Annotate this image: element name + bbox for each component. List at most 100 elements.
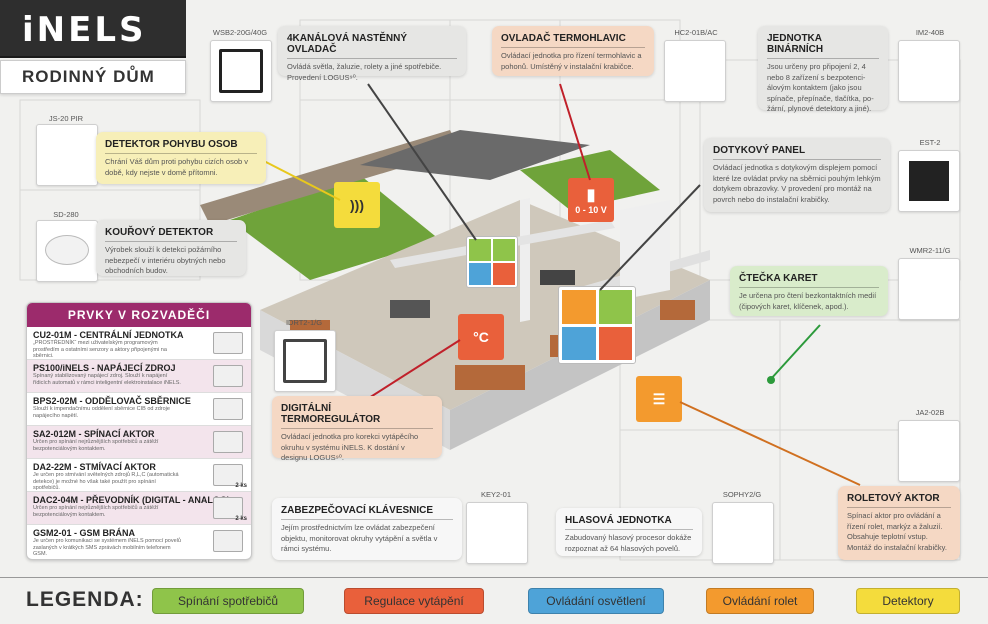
item-badge: 2 ks	[235, 483, 247, 489]
wall-switch-device	[210, 40, 272, 102]
touch-panel-icon-grid	[558, 286, 636, 364]
card-digi: DIGITÁLNÍ TERMOREGULÁTOR Ovládací jednot…	[272, 396, 442, 462]
card-title: ROLETOVÝ AKTOR	[847, 493, 951, 508]
item-desc: Je určen pro komunikaci se systémem iNEL…	[33, 538, 181, 558]
brand-logo-background	[0, 0, 186, 58]
smoke-detector-device	[36, 220, 98, 282]
legend-item-detectors: Detektory	[856, 588, 960, 614]
item-desc: Určen pro spínání nejrůznějších spotřebi…	[33, 439, 159, 452]
item-name: PS100/iNELS - NAPÁJECÍ ZDROJ	[33, 363, 176, 373]
card-title: ČTEČKA KARET	[739, 273, 879, 288]
rozvadec-title: PRVKY V ROZVADĚČI	[27, 303, 251, 327]
hc2-device	[664, 40, 726, 102]
termo-actuator-icon: ▮ 0 - 10 V	[568, 178, 614, 222]
card-desc: Ovládací jednotka pro korekci vytápěcího…	[281, 432, 419, 462]
module-image	[213, 365, 243, 387]
card-title: JEDNOTKA BINÁRNÍCH	[767, 33, 879, 59]
termo-voltage-label: 0 - 10 V	[575, 205, 607, 215]
item-desc: Slouží k impendačnímu oddělení sběrnice …	[33, 406, 170, 419]
card-desc: Ovládá světla, žaluzie, rolety a jiné sp…	[287, 62, 442, 82]
card-desc: Ovládací jednotka s dotykovým displejem …	[713, 163, 881, 204]
device-label-hc2: HC2-01B/AC	[674, 28, 718, 37]
legend-item-heating: Regulace vytápění	[344, 588, 484, 614]
fan-icon	[493, 239, 515, 261]
fan-icon	[598, 290, 632, 324]
device-label-js20: JS-20 PIR	[48, 114, 84, 123]
card-rolet: ROLETOVÝ AKTOR Spínací aktor pro ovládán…	[838, 486, 960, 560]
device-label-sophy: SOPHY2/G	[722, 490, 762, 499]
device-label-key2: KEY2-01	[480, 490, 512, 499]
module-image	[213, 398, 243, 420]
card-desc: Jsou určeny pro připojení 2, 4 nebo 8 za…	[767, 62, 874, 113]
card-title: DETEKTOR POHYBU OSOB	[105, 139, 257, 154]
blinds-icon	[562, 290, 596, 324]
brand-logo: iNELS	[22, 10, 147, 50]
item-desc: Je určen pro stmívání světelných zdrojů …	[33, 472, 179, 492]
module-image	[213, 464, 243, 486]
im2-device	[898, 40, 960, 102]
item-name: DAC2-04M - PŘEVODNÍK (DIGITAL - ANALOG)	[33, 495, 230, 505]
rozvadec-panel: PRVKY V ROZVADĚČI CU2-01M - CENTRÁLNÍ JE…	[26, 302, 252, 560]
device-label-wmr: WMR2-11/G	[909, 246, 951, 255]
legend-item-shutters: Ovládání rolet	[706, 588, 814, 614]
thermoregulator-device	[274, 330, 336, 392]
card-desc: Zabudovaný hlasový procesor dokáže rozpo…	[565, 533, 692, 553]
card-title: ZABEZPEČOVACÍ KLÁVESNICE	[281, 505, 453, 520]
legend-item-lighting: Ovládání osvětlení	[528, 588, 664, 614]
thermo-icon	[493, 263, 515, 285]
light-icon	[469, 263, 491, 285]
card-4kanal: 4KANÁLOVÁ NASTĚNNÝ OVLADAČ Ovládá světla…	[278, 26, 466, 82]
card-title: KOUŘOVÝ DETEKTOR	[105, 227, 237, 242]
item-desc: Určen pro spínání nejrůznějších spotřebi…	[33, 505, 159, 518]
module-image	[213, 332, 243, 354]
pir-device	[36, 124, 98, 186]
card-title: 4KANÁLOVÁ NASTĚNNÝ OVLADAČ	[287, 33, 457, 59]
card-reader-device	[898, 258, 960, 320]
switch-icon	[469, 239, 491, 261]
legend-divider	[0, 577, 988, 578]
device-label-sd280: SD-280	[53, 210, 79, 219]
shutter-actuator-icon: ☰	[636, 376, 682, 422]
device-label-wsb2: WSB2-20G/40G	[212, 28, 268, 37]
card-klavesnice: ZABEZPEČOVACÍ KLÁVESNICE Jejím prostředn…	[272, 498, 462, 560]
card-pir: DETEKTOR POHYBU OSOB Chrání Váš dům prot…	[96, 132, 266, 184]
card-kour: KOUŘOVÝ DETEKTOR Výrobek slouží k detekc…	[96, 220, 246, 276]
house-title-box	[0, 60, 186, 94]
light-icon	[562, 326, 596, 360]
item-name: DA2-22M - STMÍVACÍ AKTOR	[33, 462, 156, 472]
item-name: CU2-01M - CENTRÁLNÍ JEDNOTKA	[33, 330, 184, 340]
card-title: OVLADAČ TERMOHLAVIC	[501, 33, 645, 48]
card-desc: Spínací aktor pro ovládání a řízení role…	[847, 511, 947, 552]
card-desc: Jejím prostřednictvím lze ovládat zabezp…	[281, 523, 438, 553]
item-desc: „PROSTŘEDNÍK“ mezi uživatelským programo…	[33, 340, 167, 360]
four-channel-icon-grid	[466, 236, 518, 288]
legend-title: LEGENDA:	[26, 588, 144, 611]
card-ctecka: ČTEČKA KARET Je určena pro čtení bezkont…	[730, 266, 888, 316]
list-item: CU2-01M - CENTRÁLNÍ JEDNOTKA„PROSTŘEDNÍK…	[27, 327, 251, 360]
rozvadec-list: CU2-01M - CENTRÁLNÍ JEDNOTKA„PROSTŘEDNÍK…	[27, 327, 251, 558]
module-image	[213, 431, 243, 453]
item-desc: Spínaný stabilizovaný napájecí zdroj. Sl…	[33, 373, 181, 386]
voice-unit-device	[712, 502, 774, 564]
module-image	[213, 530, 243, 552]
device-label-idrt: IDRT2-1/G	[285, 318, 323, 327]
device-label-ja2: JA2-02B	[915, 408, 945, 417]
thermo-icon	[598, 326, 632, 360]
list-item: DAC2-04M - PŘEVODNÍK (DIGITAL - ANALOG)U…	[27, 492, 251, 525]
card-desc: Ovládací jednotka pro řízení termohlavic…	[501, 51, 642, 71]
item-name: GSM2-01 - GSM BRÁNA	[33, 528, 136, 538]
card-title: DIGITÁLNÍ TERMOREGULÁTOR	[281, 403, 433, 429]
item-name: BPS2-02M - ODDĚLOVAČ SBĚRNICE	[33, 396, 191, 406]
touch-panel-device	[898, 150, 960, 212]
card-desc: Chrání Váš dům proti pohybu cizích osob …	[105, 157, 248, 177]
item-name: SA2-012M - SPÍNACÍ AKTOR	[33, 429, 155, 439]
legend-item-switching: Spínání spotřebičů	[152, 588, 304, 614]
card-desc: Je určena pro čtení bezkontaktních medií…	[739, 291, 877, 311]
card-hlasova: HLASOVÁ JEDNOTKA Zabudovaný hlasový proc…	[556, 508, 702, 556]
thermoregulator-icon: °C	[458, 314, 504, 360]
